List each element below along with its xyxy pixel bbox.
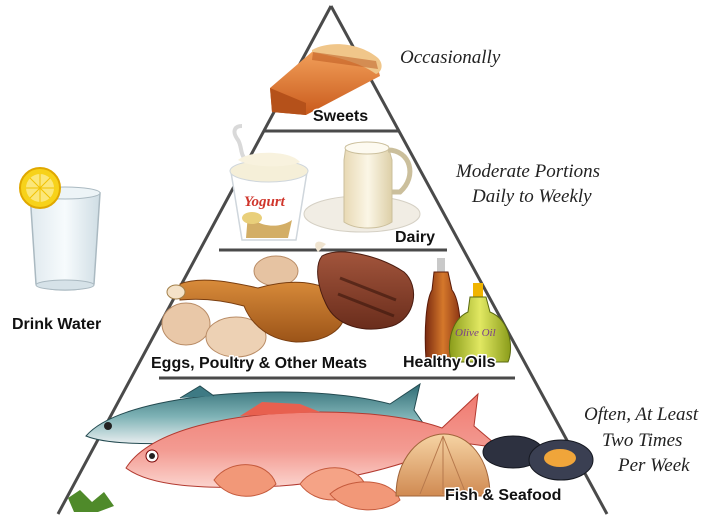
mussels-illustration xyxy=(483,436,593,480)
yogurt-label: Yogurt xyxy=(244,194,286,210)
lemon-slice-icon xyxy=(20,168,60,208)
frequency-occasionally: Occasionally xyxy=(400,47,501,68)
oils-tier: Olive Oil Healthy Oils xyxy=(403,258,511,371)
pie-slice-illustration xyxy=(270,44,382,115)
drink-water-label: Drink Water xyxy=(12,316,101,333)
seafood-tier: Fish & Seafood xyxy=(68,384,593,512)
tier-label-dairy: Dairy xyxy=(395,229,435,246)
yogurt-cup-illustration: Yogurt xyxy=(230,126,308,240)
tier-label-meats: Eggs, Poultry & Other Meats xyxy=(151,355,367,372)
tier-label-sweets: Sweets xyxy=(313,108,368,125)
olive-oil-label: Olive Oil xyxy=(455,327,496,339)
frequency-often-line2: Two Times xyxy=(602,430,682,451)
water-glass-illustration xyxy=(20,168,100,290)
meats-tier: Eggs, Poultry & Other Meats xyxy=(151,242,414,372)
herb-garnish-illustration xyxy=(68,490,114,512)
olive-oil-bottle-illustration: Olive Oil xyxy=(449,283,510,362)
tier-label-seafood: Fish & Seafood xyxy=(445,487,561,504)
sweets-tier: Sweets xyxy=(270,44,382,125)
tier-label-oils: Healthy Oils xyxy=(403,354,496,371)
frequency-moderate-line1: Moderate Portions xyxy=(455,161,600,182)
frequency-often-line1: Often, At Least xyxy=(584,404,699,425)
frequency-often-line3: Per Week xyxy=(617,455,690,476)
frequency-moderate-line2: Daily to Weekly xyxy=(471,186,592,207)
milk-pitcher-illustration xyxy=(304,142,420,232)
